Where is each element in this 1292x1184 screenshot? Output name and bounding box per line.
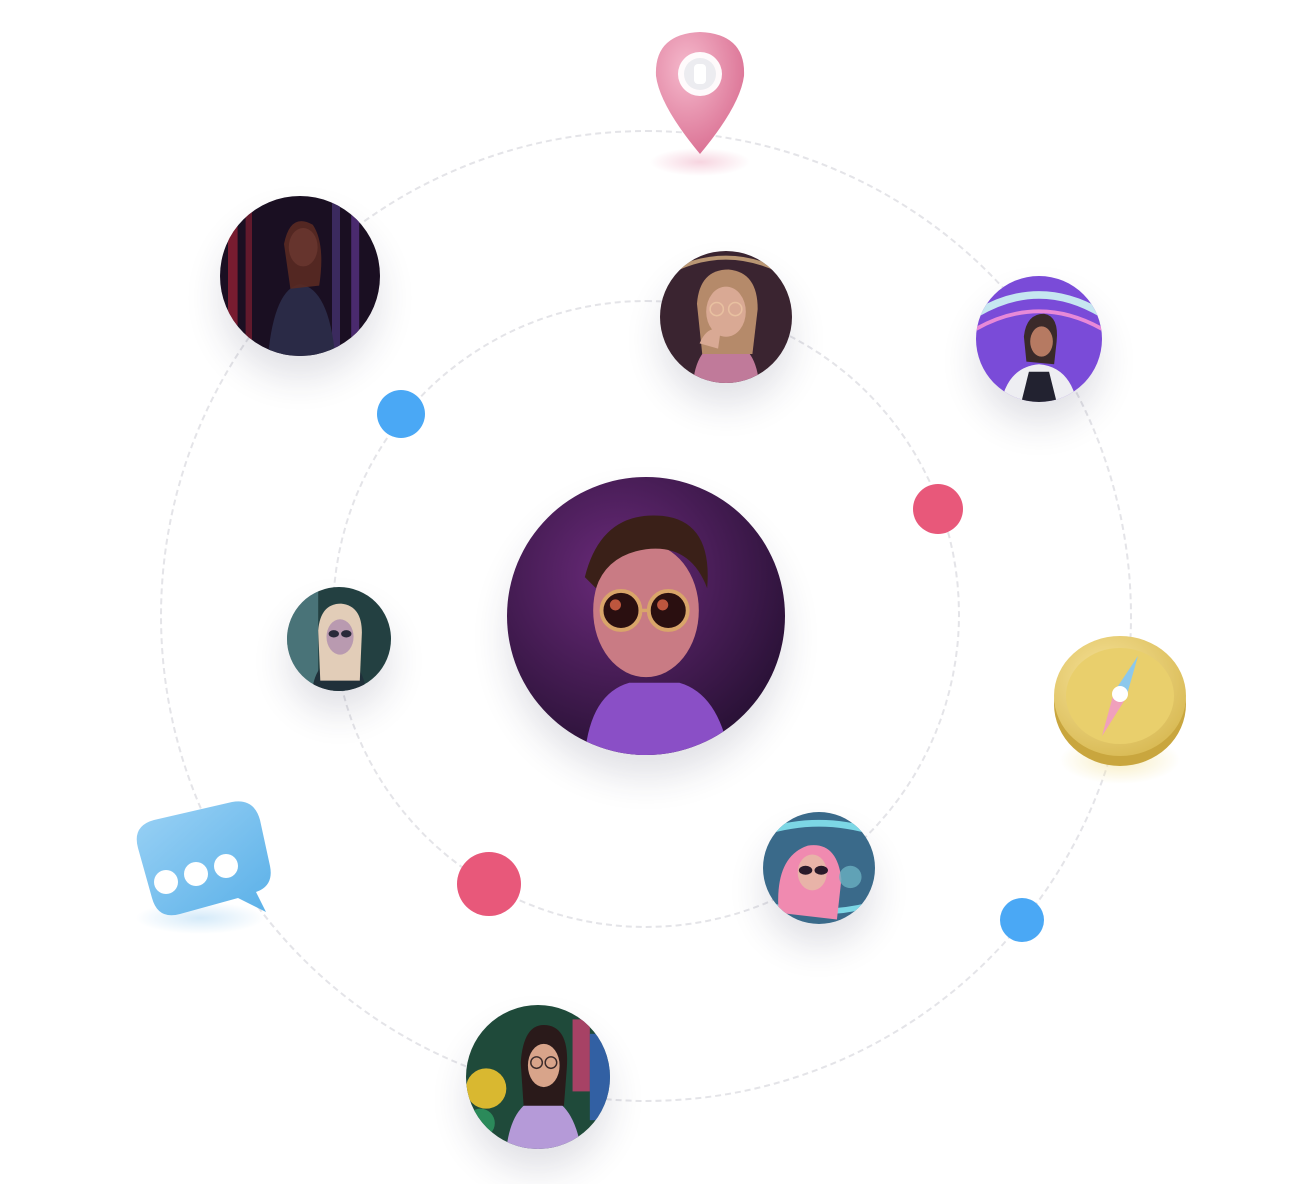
avatar-pink-sunglasses[interactable] [763, 812, 875, 924]
avatar-photo [220, 196, 380, 356]
blue-dot [1000, 898, 1044, 942]
chat-bubble-icon [124, 796, 276, 936]
avatar-photo [660, 251, 792, 383]
location-pin-icon [640, 24, 760, 184]
avatar-photo [763, 812, 875, 924]
avatar-blonde-sunglasses[interactable] [287, 587, 391, 691]
pink-dot [457, 852, 521, 916]
pink-dot [913, 484, 963, 534]
avatar-neon-bg[interactable] [976, 276, 1102, 402]
avatar-photo [287, 587, 391, 691]
avatar-glasses-blonde[interactable] [660, 251, 792, 383]
avatar-photo [976, 276, 1102, 402]
blue-dot [377, 390, 425, 438]
avatar-neon-city[interactable] [466, 1005, 610, 1149]
avatar-red-jacket[interactable] [220, 196, 380, 356]
center-user-photo [507, 477, 785, 755]
avatar-photo [466, 1005, 610, 1149]
compass-icon [1050, 632, 1190, 792]
outer-orbit [160, 130, 1132, 1102]
center-user-avatar[interactable] [507, 477, 785, 755]
